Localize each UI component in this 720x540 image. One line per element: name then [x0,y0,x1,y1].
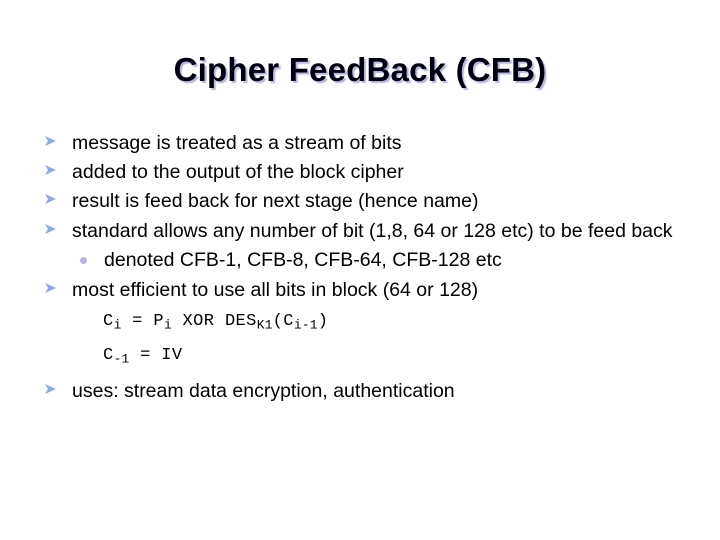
dot-bullet-icon [80,256,87,264]
list-item-text: most efficient to use all bits in block … [72,278,479,301]
slide-title: Cipher FeedBack (CFB) [173,51,547,88]
arrow-bullet-icon [42,132,62,154]
list-item: result is feed back for next stage (henc… [40,189,688,214]
formula-line-ciphertext: Ci = Pi XOR DESK1(Ci-1) [103,312,329,333]
formula-block: Ci = Pi XOR DESK1(Ci-1) C-1 = IV [72,306,688,375]
list-item-text: uses: stream data encryption, authentica… [72,379,455,402]
list-item-text: standard allows any number of bit (1,8, … [72,219,673,242]
list-item-text: result is feed back for next stage (henc… [72,190,479,213]
formula-line-iv: C-1 = IV [103,346,183,367]
list-item-text: denoted CFB-1, CFB-8, CFB-64, CFB-128 et… [104,248,502,271]
list-item-text: message is treated as a stream of bits [72,132,402,154]
arrow-bullet-icon [42,190,62,212]
list-item: standard allows any number of bit (1,8, … [40,219,688,274]
arrow-bullet-icon [42,279,62,301]
list-item-text: added to the output of the block cipher [72,161,404,184]
arrow-bullet-icon [42,220,62,242]
list-item: added to the output of the block cipher [40,160,688,185]
list-item: most efficient to use all bits in block … [40,278,688,375]
slide-body: message is treated as a stream of bits a… [40,131,688,408]
bullet-list: message is treated as a stream of bits a… [40,131,688,404]
list-item: uses: stream data encryption, authentica… [40,379,688,404]
list-item: denoted CFB-1, CFB-8, CFB-64, CFB-128 et… [72,246,688,274]
sub-bullet-list: denoted CFB-1, CFB-8, CFB-64, CFB-128 et… [72,246,688,274]
arrow-bullet-icon [42,161,62,183]
list-item: message is treated as a stream of bits [40,131,688,156]
arrow-bullet-icon [42,380,62,402]
